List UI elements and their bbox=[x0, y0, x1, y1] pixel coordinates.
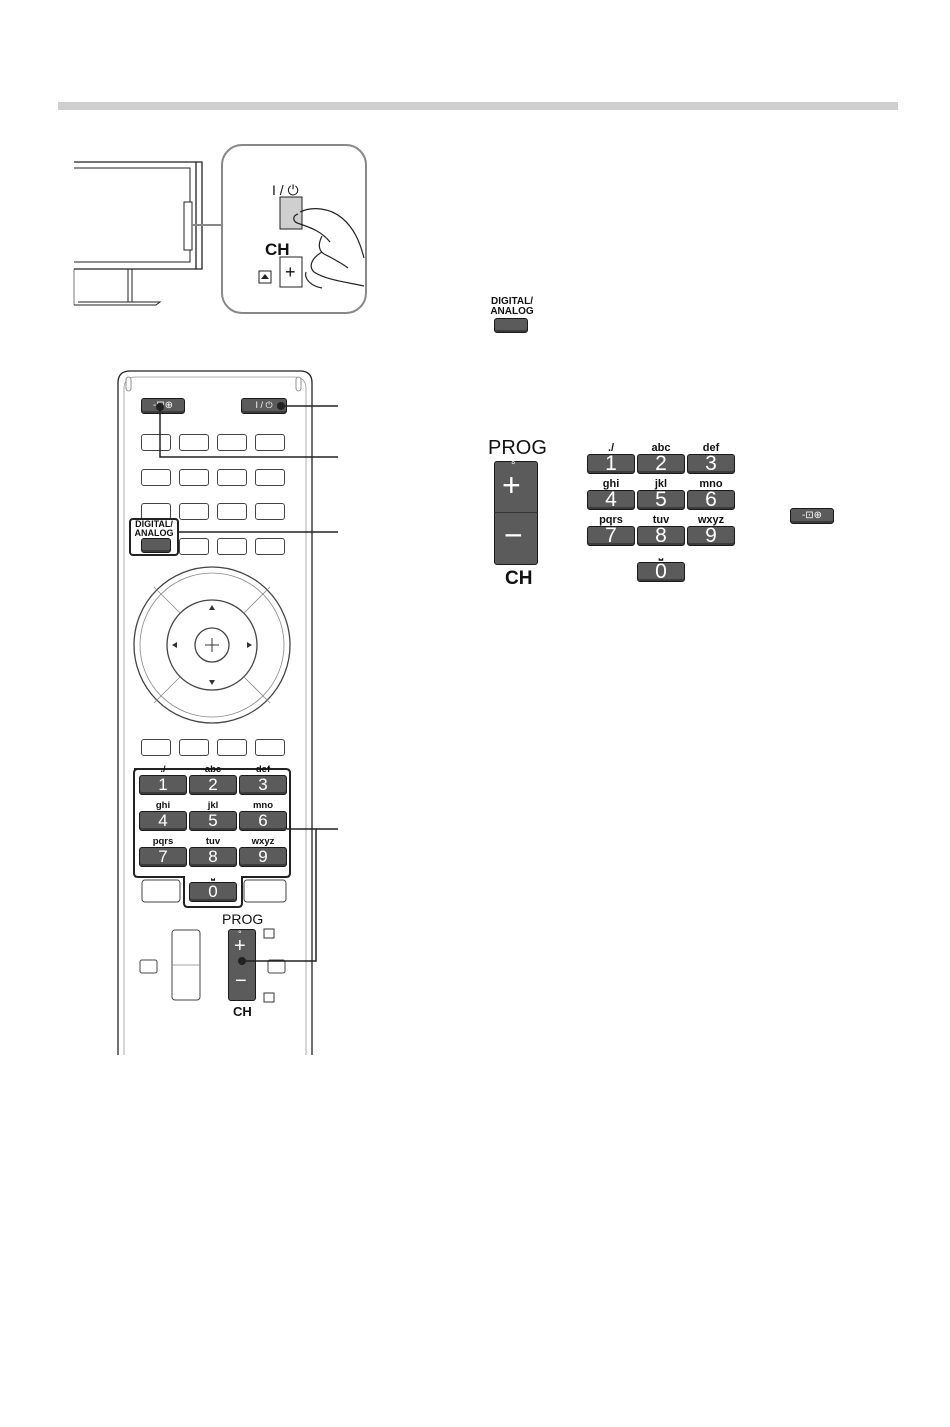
detail-key-8[interactable]: 8 bbox=[637, 526, 685, 546]
tv-plus-symbol: + bbox=[285, 262, 296, 283]
detail-ch-label: CH bbox=[505, 568, 532, 590]
detail-key-4[interactable]: 4 bbox=[587, 490, 635, 510]
detail-prog-label: PROG bbox=[488, 437, 547, 460]
detail-digital-analog-label: DIGITAL/ ANALOG bbox=[488, 297, 536, 317]
rocker-divider bbox=[494, 512, 538, 513]
tv-side-illustration bbox=[60, 140, 380, 325]
tv-power-symbol: I / ⏻ bbox=[272, 182, 299, 199]
detail-input-button[interactable]: -⊡⊕ bbox=[790, 508, 834, 524]
detail-key-5[interactable]: 5 bbox=[637, 490, 685, 510]
detail-key-7[interactable]: 7 bbox=[587, 526, 635, 546]
header-rule bbox=[58, 102, 898, 110]
detail-key-1[interactable]: 1 bbox=[587, 454, 635, 474]
detail-prog-minus: − bbox=[504, 517, 523, 554]
detail-prog-plus: + bbox=[502, 467, 521, 504]
detail-digital-analog-button[interactable] bbox=[494, 318, 528, 333]
tv-ch-label: CH bbox=[265, 240, 290, 260]
detail-key-9[interactable]: 9 bbox=[687, 526, 735, 546]
callout-lines bbox=[150, 395, 350, 975]
detail-key-0[interactable]: 0 bbox=[637, 562, 685, 582]
detail-key-2[interactable]: 2 bbox=[637, 454, 685, 474]
detail-key-6[interactable]: 6 bbox=[687, 490, 735, 510]
detail-key-3[interactable]: 3 bbox=[687, 454, 735, 474]
remote-ch-label: CH bbox=[233, 1004, 252, 1019]
